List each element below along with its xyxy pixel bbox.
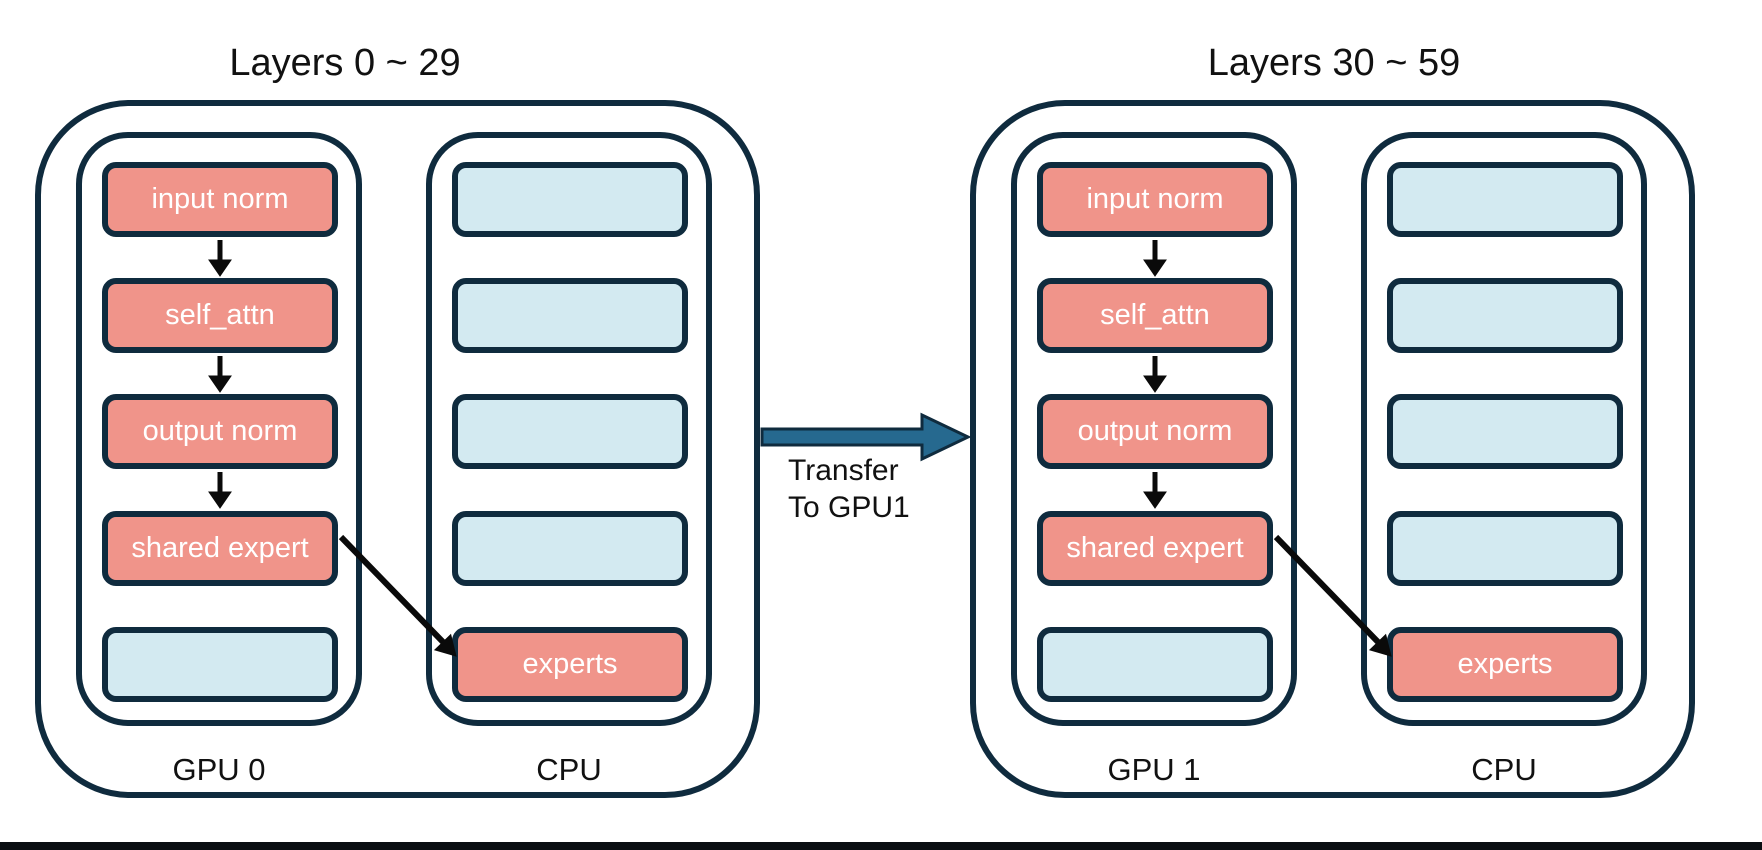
cpu-right-vacant-box-3 bbox=[1387, 394, 1623, 469]
gpu0-input-norm-box: input norm bbox=[102, 162, 338, 237]
gpu0-label: GPU 0 bbox=[172, 752, 266, 787]
cpu-left-vacant-box-2 bbox=[452, 278, 688, 353]
transfer-label-line1: Transfer bbox=[788, 454, 899, 487]
right-group-title: Layers 30 ~ 59 bbox=[1207, 42, 1461, 84]
cpu-right-label: CPU bbox=[1471, 752, 1537, 787]
gpu1-vacant-box bbox=[1037, 627, 1273, 702]
gpu0-vacant-box bbox=[102, 627, 338, 702]
cpu-left-experts-box: experts bbox=[452, 627, 688, 702]
cpu-right-vacant-box-1 bbox=[1387, 162, 1623, 237]
gpu1-input-norm-box: input norm bbox=[1037, 162, 1273, 237]
transfer-label-line2: To GPU1 bbox=[788, 491, 910, 524]
cpu-left-vacant-box-1 bbox=[452, 162, 688, 237]
cpu-right-vacant-box-4 bbox=[1387, 511, 1623, 586]
left-group-title: Layers 0 ~ 29 bbox=[229, 42, 461, 84]
cpu-left-vacant-box-3 bbox=[452, 394, 688, 469]
gpu1-shared-expert-box: shared expert bbox=[1037, 511, 1273, 586]
cpu-left-label: CPU bbox=[536, 752, 602, 787]
gpu0-shared-expert-box: shared expert bbox=[102, 511, 338, 586]
gpu1-self-attn-box: self_attn bbox=[1037, 278, 1273, 353]
transfer-label: Transfer To GPU1 bbox=[788, 452, 910, 526]
gpu0-self-attn-box: self_attn bbox=[102, 278, 338, 353]
bottom-edge-bar bbox=[0, 842, 1762, 850]
cpu-left-vacant-box-4 bbox=[452, 511, 688, 586]
cpu-right-vacant-box-2 bbox=[1387, 278, 1623, 353]
gpu0-output-norm-box: output norm bbox=[102, 394, 338, 469]
gpu1-label: GPU 1 bbox=[1107, 752, 1201, 787]
cpu-right-experts-box: experts bbox=[1387, 627, 1623, 702]
gpu1-output-norm-box: output norm bbox=[1037, 394, 1273, 469]
